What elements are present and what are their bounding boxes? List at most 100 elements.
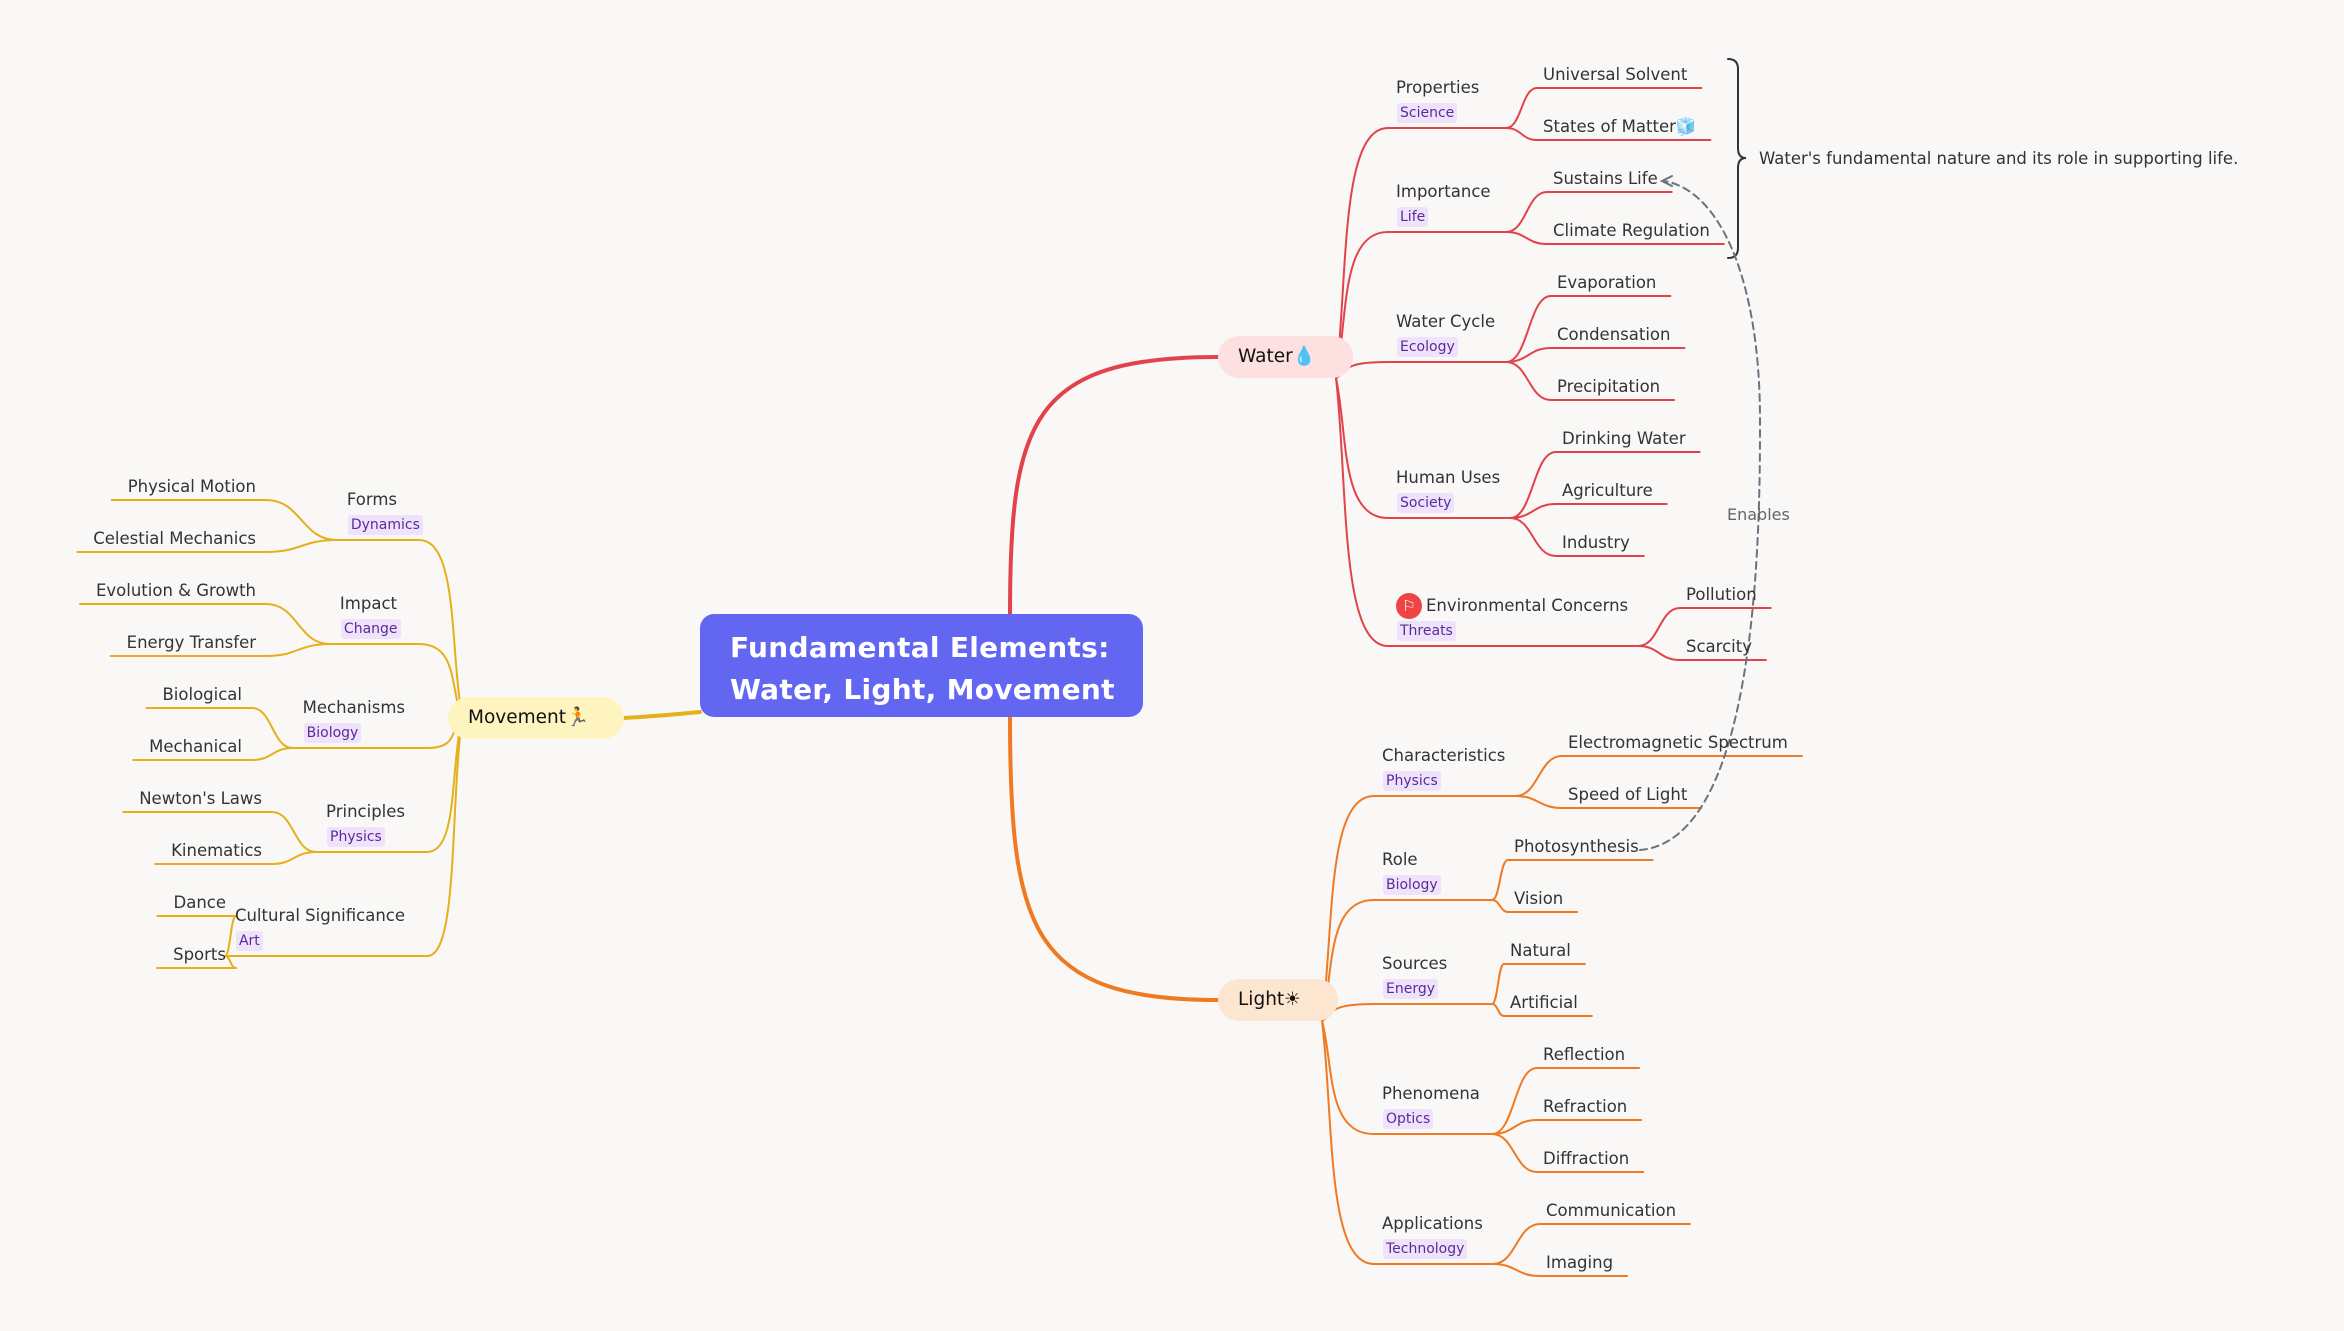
water-topic-human-uses[interactable]: Human Uses bbox=[1396, 468, 1501, 487]
water-tag-society: Society bbox=[1397, 493, 1455, 513]
movement-child-link-0-1 bbox=[265, 539, 338, 553]
light-leaf-diffraction[interactable]: Diffraction bbox=[1543, 1149, 1630, 1168]
summary-note: Water's fundamental nature and its role … bbox=[1759, 149, 2239, 168]
light-child-link-1-0 bbox=[1491, 859, 1509, 901]
light-topic-phenomena[interactable]: Phenomena bbox=[1382, 1084, 1480, 1103]
water-topic-water-cycle[interactable]: Water Cycle bbox=[1396, 312, 1496, 331]
light-leaf-reflection[interactable]: Reflection bbox=[1543, 1045, 1626, 1064]
light-child-link-4-0 bbox=[1491, 1223, 1541, 1265]
movement-child-link-3-1 bbox=[271, 851, 318, 865]
water-leaf-condensation[interactable]: Condensation bbox=[1557, 325, 1671, 344]
movement-leaf-energy-transfer[interactable]: Energy Transfer bbox=[126, 633, 256, 652]
movement-leaf-newton-s-laws[interactable]: Newton's Laws bbox=[139, 789, 262, 808]
water-leaf-precipitation[interactable]: Precipitation bbox=[1557, 377, 1661, 396]
water-child-link-1-0 bbox=[1505, 191, 1548, 233]
water-leaf-universal-solvent[interactable]: Universal Solvent bbox=[1543, 65, 1688, 84]
light-child-link-3-0 bbox=[1491, 1067, 1538, 1135]
branch-light-label: Light bbox=[1238, 989, 1285, 1010]
movement-topic-link-3 bbox=[426, 717, 463, 853]
movement-leaf-physical-motion[interactable]: Physical Motion bbox=[127, 477, 256, 496]
movement-child-link-1-1 bbox=[265, 643, 331, 657]
light-leaf-speed-of-light[interactable]: Speed of Light bbox=[1568, 785, 1688, 804]
central-topic[interactable]: Fundamental Elements: Water, Light, Move… bbox=[700, 614, 1143, 717]
movement-leaf-biological[interactable]: Biological bbox=[162, 685, 242, 704]
light-topic-role[interactable]: Role bbox=[1382, 850, 1418, 869]
water-child-link-4-0 bbox=[1637, 607, 1681, 647]
root-to-light-link bbox=[1008, 715, 1220, 1002]
water-leaf-industry[interactable]: Industry bbox=[1562, 533, 1630, 552]
light-leaf-vision[interactable]: Vision bbox=[1514, 889, 1564, 908]
water-child-link-0-1 bbox=[1505, 127, 1538, 141]
movement-child-link-2-1 bbox=[251, 747, 294, 761]
water-leaf-pollution[interactable]: Pollution bbox=[1686, 585, 1757, 604]
light-topic-link-3 bbox=[1321, 1020, 1375, 1135]
sun-icon: ☀ bbox=[1284, 989, 1301, 1010]
central-topic-line-2: Water, Light, Movement bbox=[730, 673, 1115, 706]
water-tag-science: Science bbox=[1397, 103, 1458, 123]
flag-icon: ⚐ bbox=[1396, 593, 1422, 619]
water-leaf-climate-regulation[interactable]: Climate Regulation bbox=[1553, 221, 1710, 240]
movement-topic-impact[interactable]: Impact bbox=[339, 594, 397, 613]
light-leaf-imaging[interactable]: Imaging bbox=[1546, 1253, 1614, 1272]
water-tag-life: Life bbox=[1397, 207, 1429, 227]
water-topic-properties[interactable]: Properties bbox=[1396, 78, 1480, 97]
movement-topic-principles[interactable]: Principles bbox=[326, 802, 405, 821]
branch-water[interactable]: Water💧 bbox=[1218, 336, 1353, 378]
central-topic-line-1: Fundamental Elements: bbox=[730, 631, 1110, 664]
light-topic-characteristics[interactable]: Characteristics bbox=[1382, 746, 1506, 765]
light-leaf-photosynthesis[interactable]: Photosynthesis bbox=[1514, 837, 1639, 856]
movement-topic-mechanisms[interactable]: Mechanisms bbox=[302, 698, 405, 717]
branch-movement[interactable]: Movement🏃 bbox=[448, 697, 624, 739]
water-tag-ecology: Ecology bbox=[1397, 337, 1458, 357]
water-leaf-drinking-water[interactable]: Drinking Water bbox=[1562, 429, 1686, 448]
light-child-link-3-2 bbox=[1491, 1133, 1538, 1173]
light-child-link-2-1 bbox=[1491, 1003, 1505, 1017]
light-leaf-artificial[interactable]: Artificial bbox=[1510, 993, 1578, 1012]
movement-leaf-celestial-mechanics[interactable]: Celestial Mechanics bbox=[93, 529, 256, 548]
light-child-link-2-0 bbox=[1491, 963, 1505, 1005]
movement-child-link-4-1 bbox=[223, 955, 237, 969]
light-tag-biology: Biology bbox=[1383, 875, 1441, 895]
light-child-link-0-0 bbox=[1514, 755, 1563, 797]
water-leaf-evaporation[interactable]: Evaporation bbox=[1557, 273, 1657, 292]
movement-leaf-mechanical[interactable]: Mechanical bbox=[149, 737, 242, 756]
water-leaf-agriculture[interactable]: Agriculture bbox=[1562, 481, 1653, 500]
movement-topic-forms[interactable]: Forms bbox=[346, 490, 397, 509]
water-child-link-1-1 bbox=[1505, 231, 1548, 245]
light-leaf-natural[interactable]: Natural bbox=[1510, 941, 1571, 960]
light-leaf-refraction[interactable]: Refraction bbox=[1543, 1097, 1628, 1116]
light-tag-optics: Optics bbox=[1383, 1109, 1434, 1129]
water-topic-environmental-concerns[interactable]: Environmental Concerns bbox=[1426, 596, 1629, 615]
water-leaf-scarcity[interactable]: Scarcity bbox=[1686, 637, 1752, 656]
movement-child-link-3-0 bbox=[271, 811, 318, 853]
summary-brace bbox=[1727, 58, 1747, 259]
water-child-link-3-0 bbox=[1509, 451, 1557, 519]
root-to-movement-link bbox=[622, 710, 702, 720]
water-child-link-4-1 bbox=[1637, 645, 1681, 661]
movement-tag-biology: Biology bbox=[303, 723, 362, 743]
movement-topic-cultural-significance[interactable]: Cultural Significance bbox=[234, 906, 405, 925]
light-child-link-3-1 bbox=[1491, 1119, 1538, 1135]
water-leaf-sustains-life[interactable]: Sustains Life bbox=[1553, 169, 1658, 188]
light-topic-sources[interactable]: Sources bbox=[1382, 954, 1448, 973]
movement-child-link-4-0 bbox=[223, 915, 237, 957]
light-leaf-electromagnetic-spectrum[interactable]: Electromagnetic Spectrum bbox=[1568, 733, 1788, 752]
water-topic-link-3 bbox=[1335, 377, 1389, 519]
light-leaf-communication[interactable]: Communication bbox=[1546, 1201, 1677, 1220]
water-topic-importance[interactable]: Importance bbox=[1396, 182, 1491, 201]
light-child-link-0-1 bbox=[1514, 795, 1563, 809]
movement-leaf-kinematics[interactable]: Kinematics bbox=[171, 841, 262, 860]
branch-movement-label: Movement bbox=[468, 707, 566, 728]
water-child-link-2-0 bbox=[1505, 295, 1552, 363]
movement-leaf-evolution-growth[interactable]: Evolution & Growth bbox=[95, 581, 256, 600]
light-topic-link-4 bbox=[1321, 1020, 1375, 1265]
light-topic-applications[interactable]: Applications bbox=[1382, 1214, 1483, 1233]
movement-leaf-sports[interactable]: Sports bbox=[173, 945, 226, 964]
branch-light[interactable]: Light☀ bbox=[1218, 979, 1338, 1021]
runner-icon: 🏃 bbox=[566, 707, 590, 728]
movement-leaf-dance[interactable]: Dance bbox=[173, 893, 227, 912]
water-leaf-states-of-matter[interactable]: States of Matter🧊 bbox=[1543, 117, 1697, 136]
movement-child-link-1-0 bbox=[265, 603, 331, 645]
